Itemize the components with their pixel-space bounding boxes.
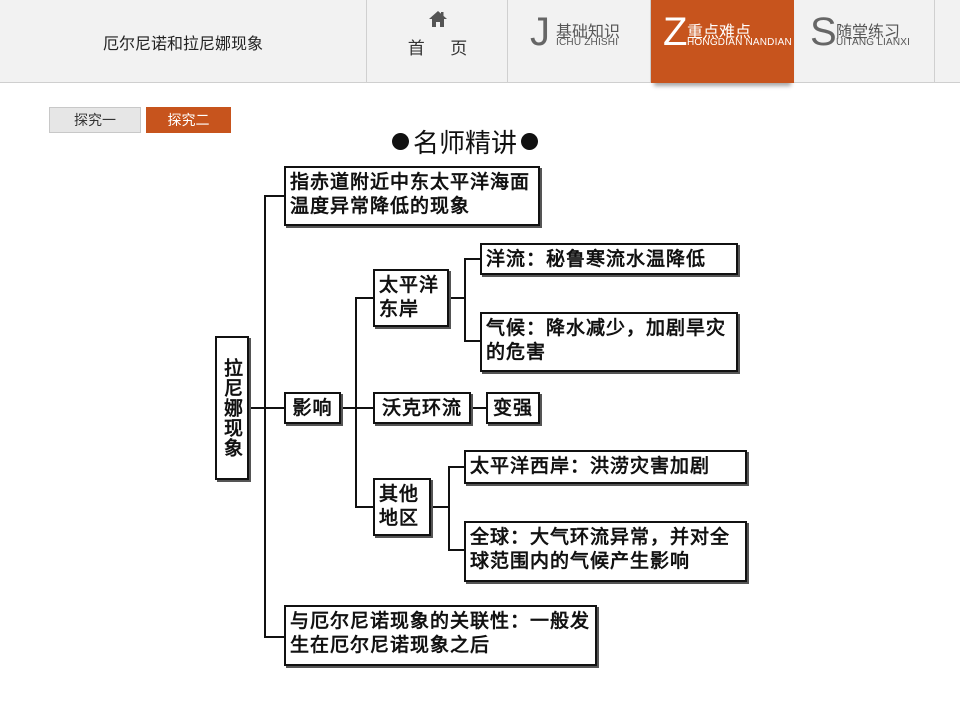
node-ocean-current: 洋流：秘鲁寒流水温降低 (480, 243, 738, 275)
tab-pinyin: ICHU ZHISHI (556, 37, 619, 48)
tab-jichu-zhishi[interactable]: J 基础知识 ICHU ZHISHI (508, 0, 651, 83)
home-button[interactable]: 首 页 (367, 0, 508, 83)
tab-letter: S (810, 10, 837, 54)
connector (264, 195, 284, 197)
subtab-tanjiu-2[interactable]: 探究二 (146, 107, 231, 133)
connector (340, 407, 355, 409)
connector (355, 407, 373, 409)
connector (355, 297, 357, 508)
mindmap-root: 拉尼娜现象 (215, 336, 249, 480)
connector (448, 549, 464, 551)
connector (448, 466, 464, 468)
tab-pinyin: UITANG LIANXI (836, 37, 911, 48)
connector (264, 195, 266, 638)
tab-label: 基础知识 (556, 22, 621, 41)
tab-suitang-lianxi[interactable]: S 随堂练习 UITANG LIANXI (794, 0, 935, 83)
connector (264, 407, 284, 409)
node-influence: 影响 (284, 392, 341, 424)
home-icon (429, 11, 447, 27)
node-relation: 与厄尔尼诺现象的关联性：一般发生在厄尔尼诺现象之后 (284, 605, 597, 666)
connector (430, 506, 448, 508)
node-walker-circulation: 沃克环流 (373, 392, 471, 424)
bullet-dot-left (392, 132, 409, 150)
connector (470, 407, 486, 409)
connector (449, 297, 464, 299)
lesson-title: 厄尔尼诺和拉尼娜现象 (0, 0, 367, 83)
connector (448, 466, 450, 551)
bullet-dot-right (521, 132, 539, 150)
connector (464, 258, 480, 260)
tab-pinyin: HONGDIAN NANDIAN (687, 37, 792, 48)
tab-letter: J (530, 10, 550, 54)
node-other-regions: 其他地区 (373, 478, 431, 536)
top-navigation-bar: 厄尔尼诺和拉尼娜现象 首 页 J 基础知识 ICHU ZHISHI Z 重点难点… (0, 0, 960, 83)
subtab-tanjiu-1[interactable]: 探究一 (49, 107, 141, 133)
tab-label: 重点难点 (687, 22, 752, 41)
node-walker-effect: 变强 (486, 392, 540, 424)
connector (464, 340, 480, 342)
node-pacific-west: 太平洋西岸：洪涝灾害加剧 (464, 450, 747, 484)
lecture-heading: 名师精讲 (388, 124, 542, 159)
tab-letter: Z (663, 10, 688, 54)
connector (355, 297, 373, 299)
lecture-heading-text: 名师精讲 (413, 128, 518, 159)
node-global: 全球：大气环流异常，并对全球范围内的气候产生影响 (464, 521, 747, 582)
connector (248, 407, 264, 409)
connector (464, 258, 466, 342)
nav-end-cap (935, 0, 960, 83)
node-climate: 气候：降水减少，加剧旱灾的危害 (480, 312, 738, 372)
node-pacific-east: 太平洋东岸 (373, 269, 449, 327)
node-definition: 指赤道附近中东太平洋海面温度异常降低的现象 (284, 166, 540, 226)
tab-label: 随堂练习 (836, 22, 901, 41)
tab-zhongdian-nandian[interactable]: Z 重点难点 HONGDIAN NANDIAN (651, 0, 794, 83)
connector (355, 506, 373, 508)
connector (264, 636, 284, 638)
home-label: 首 页 (407, 39, 478, 59)
